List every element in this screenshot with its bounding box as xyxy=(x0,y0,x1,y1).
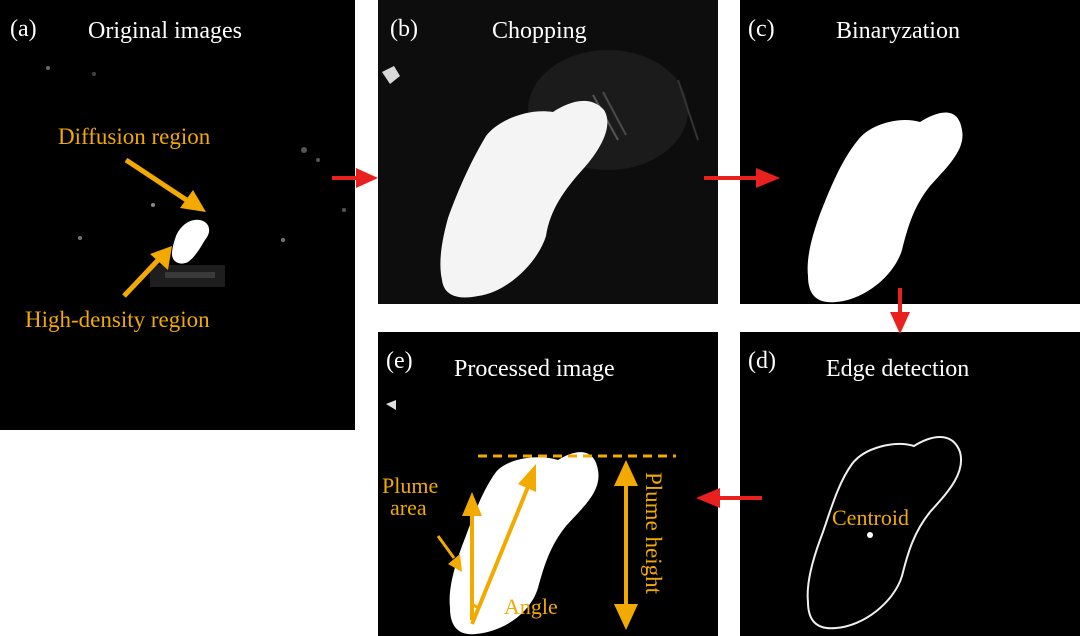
diffusion-region-label: Diffusion region xyxy=(58,124,211,149)
binary-plume-shape xyxy=(807,112,963,303)
flow-arrow-c-to-d xyxy=(890,288,910,334)
panel-b-title: Chopping xyxy=(492,18,587,44)
flow-arrow-d-to-e xyxy=(696,488,762,508)
panel-a-title: Original images xyxy=(88,18,242,44)
angle-label: Angle xyxy=(504,594,558,619)
chopped-plume-shape xyxy=(440,100,608,298)
plume-height-label: Plume height xyxy=(641,472,666,595)
panel-a-graphic xyxy=(46,66,346,298)
panel-a-tag: (a) xyxy=(10,16,37,42)
panel-b-graphic xyxy=(378,0,718,304)
plume-area-label-line2: area xyxy=(390,495,427,520)
panel-c-tag: (c) xyxy=(748,16,775,42)
panel-d-tag: (d) xyxy=(748,348,776,374)
edge-contour xyxy=(806,436,963,630)
panel-c-title: Binaryzation xyxy=(836,18,960,44)
panel-c-binaryzation: (c) Binaryzation xyxy=(740,0,1080,304)
panel-d-title: Edge detection xyxy=(826,356,970,382)
panel-a-original-images: (a) Original images Diffusion region Hig… xyxy=(0,0,355,430)
flow-arrow-a-to-b xyxy=(332,168,378,188)
small-plume-shape xyxy=(172,219,210,264)
panel-e-tag: (e) xyxy=(386,348,413,374)
panel-b-tag: (b) xyxy=(390,16,418,42)
flow-arrow-b-to-c xyxy=(704,168,780,188)
plume-area-label-line1: Plume xyxy=(382,473,439,498)
panel-d-edge-detection: (d) Edge detection Centroid xyxy=(740,332,1080,636)
panel-e-graphic xyxy=(386,400,676,635)
panel-b-chopping: (b) Chopping xyxy=(378,0,718,304)
panel-e-title: Processed image xyxy=(454,356,615,382)
panel-e-processed-image: (e) Processed image Plume area Angle Plu… xyxy=(378,332,718,636)
centroid-dot xyxy=(867,532,873,538)
panel-c-graphic xyxy=(807,112,963,303)
high-density-region-label: High-density region xyxy=(25,307,210,332)
panel-d-graphic xyxy=(806,436,963,630)
centroid-label: Centroid xyxy=(832,505,909,530)
